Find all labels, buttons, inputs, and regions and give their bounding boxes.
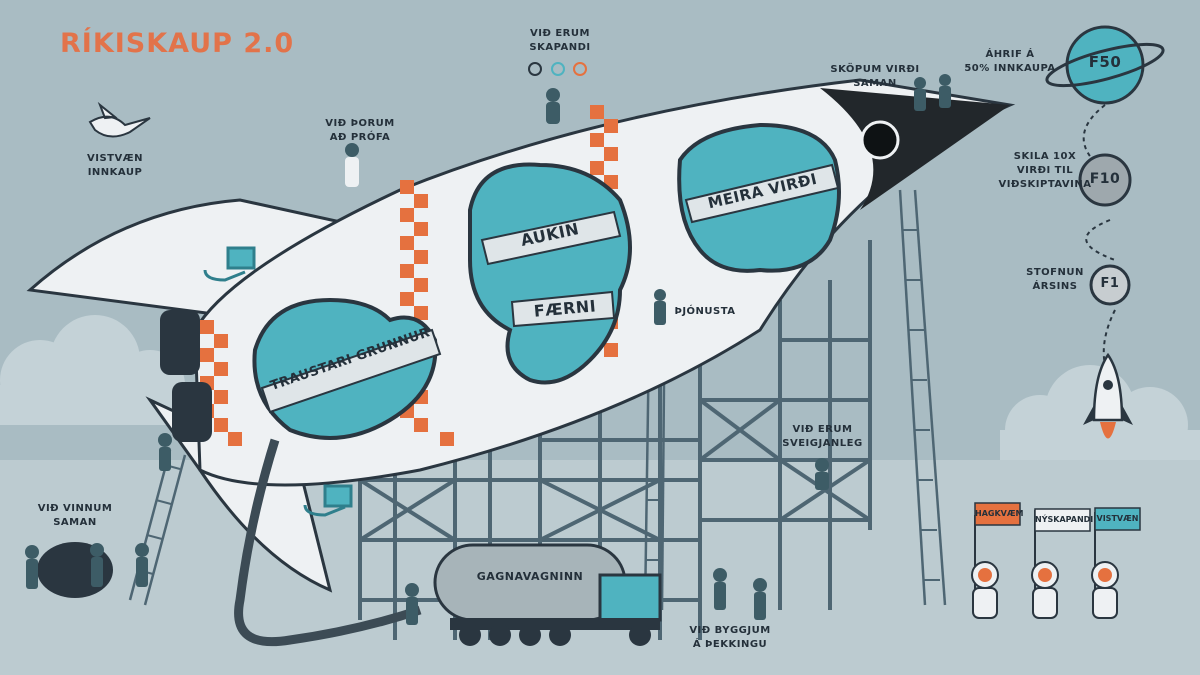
label-skapandi: VIÐ ERUM SKAPANDI: [529, 28, 591, 53]
cloud-left: [0, 315, 200, 425]
planet-f50-label: F50: [1088, 53, 1122, 71]
logo-icon: [203, 246, 353, 517]
label-ahrif: ÁHRIF Á 50% INNKAUPA: [964, 49, 1056, 74]
tanker-truck: [433, 543, 662, 646]
fuel-hose: [234, 438, 422, 647]
planet-f1-label: F1: [1100, 276, 1120, 291]
porthole: [860, 120, 900, 160]
planet-f10-icon: [1078, 153, 1132, 207]
planet-f1-icon: [1089, 264, 1131, 306]
label-sveigjanleg: VIÐ ERUM SVEIGJANLEG: [782, 424, 863, 449]
label-skila: SKILA 10X VIRÐI TIL VIÐSKIPTAVINA: [998, 151, 1092, 190]
creative-icons: [528, 62, 587, 76]
flag-vistvaen: VISTVÆN: [1096, 514, 1139, 523]
label-byggjum: VIÐ BYGGJUM Á ÞEKKINGU: [689, 625, 771, 650]
rocket-nose: [820, 88, 1010, 210]
planet-f10-label: F10: [1089, 171, 1121, 187]
window-banners: [260, 163, 840, 414]
label-thorum: VIÐ ÞORUM AÐ PRÓFA: [325, 118, 395, 143]
flag-nyskapandi: NÝSKAPANDI: [1035, 515, 1094, 524]
people-figures: [25, 74, 951, 625]
bird-icon: [88, 101, 151, 138]
astronauts: [971, 502, 1141, 619]
label-stofnun: STOFNUN ÁRSINS: [1026, 267, 1084, 292]
tanker-label: GAGNAVAGNINN: [476, 570, 584, 583]
flag-hagkvaem: HAGKVÆM: [975, 509, 1024, 518]
label-vistvaen-innkaup: VISTVÆN INNKAUP: [87, 153, 143, 178]
rocket-engines: [160, 310, 212, 442]
label-vinnum: VIÐ VINNUM SAMAN: [37, 503, 113, 528]
label-thjonusta: ÞJÓNUSTA: [674, 306, 736, 317]
page-title: RÍKISKAUP 2.0: [60, 28, 295, 59]
planet-f50-icon: [1045, 25, 1165, 105]
small-rocket-icon: [1083, 352, 1133, 439]
label-skopum: SKÖPUM VIRÐI SAMAN: [830, 64, 920, 89]
